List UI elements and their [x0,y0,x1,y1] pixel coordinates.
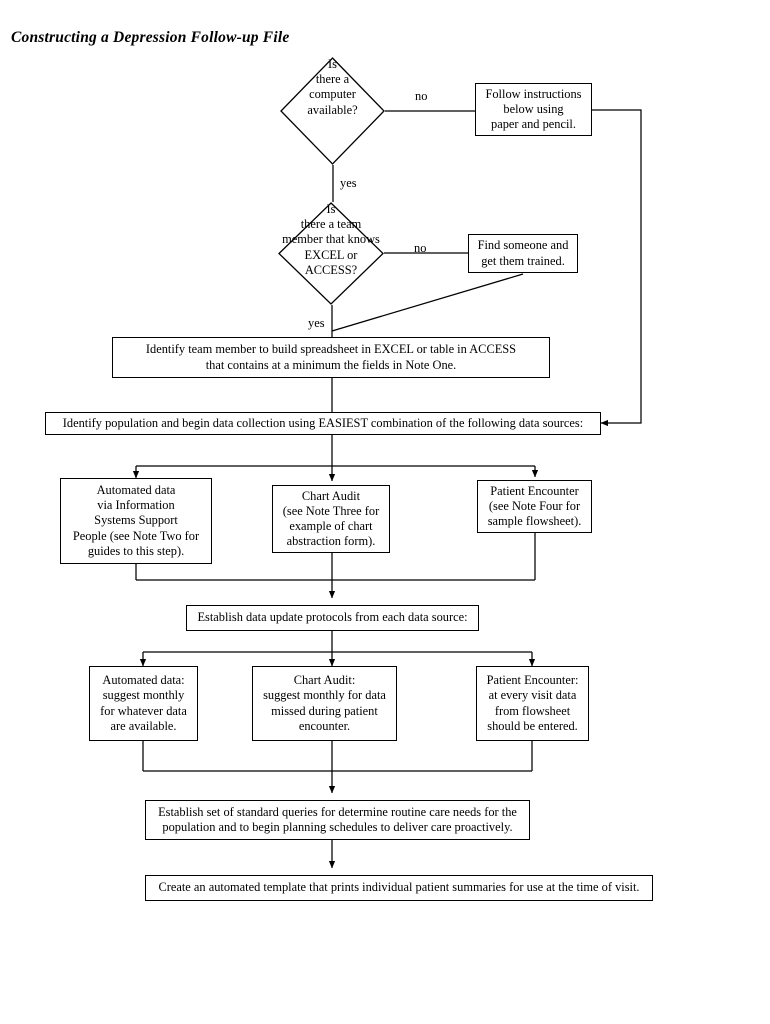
process-automated-data-schedule[interactable]: Automated data: suggest monthly for what… [89,666,198,741]
process-follow-instructions[interactable]: Follow instructions below using paper an… [475,83,592,136]
process-identify-population[interactable]: Identify population and begin data colle… [45,412,601,435]
process-find-someone-trained-label: Find someone and get them trained. [477,238,569,268]
edge-label-d2-no: no [414,241,427,255]
process-patient-encounter-schedule-label: Patient Encounter: at every visit data f… [486,673,579,733]
process-establish-update-protocols-label: Establish data update protocols from eac… [197,610,468,625]
process-identify-population-label: Identify population and begin data colle… [62,415,584,430]
process-patient-encounter-schedule[interactable]: Patient Encounter: at every visit data f… [476,666,589,741]
edge-p2-return [331,273,524,332]
decision-computer-available[interactable]: Is there a computer available? [280,57,385,165]
diamond-shape [278,202,384,305]
process-establish-update-protocols[interactable]: Establish data update protocols from eac… [186,605,479,631]
process-find-someone-trained[interactable]: Find someone and get them trained. [468,234,578,273]
process-chart-audit-schedule[interactable]: Chart Audit: suggest monthly for data mi… [252,666,397,741]
diamond-shape [280,57,385,165]
decision-team-member-knows-excel-access[interactable]: Is there a team member that knows EXCEL … [278,202,384,305]
process-automated-data-source-label: Automated data via Information Systems S… [72,482,200,558]
process-automated-data-source[interactable]: Automated data via Information Systems S… [60,478,212,564]
edge-label-d1-no: no [415,89,428,103]
process-chart-audit-source-label: Chart Audit (see Note Three for example … [282,488,380,549]
process-identify-team-member-label: Identify team member to build spreadshee… [145,342,517,372]
edge-label-d2-yes: yes [308,316,325,330]
process-chart-audit-schedule-label: Chart Audit: suggest monthly for data mi… [263,673,386,733]
page-title: Constructing a Depression Follow-up File [11,29,290,46]
process-follow-instructions-label: Follow instructions below using paper an… [485,86,582,132]
process-automated-data-schedule-label: Automated data: suggest monthly for what… [100,673,187,733]
process-patient-encounter-source[interactable]: Patient Encounter (see Note Four for sam… [477,480,592,533]
process-establish-standard-queries-label: Establish set of standard queries for de… [158,804,517,834]
process-patient-encounter-source-label: Patient Encounter (see Note Four for sam… [487,483,582,529]
process-create-automated-template[interactable]: Create an automated template that prints… [145,875,653,901]
process-identify-team-member[interactable]: Identify team member to build spreadshee… [112,337,550,378]
edge-p1-return [592,109,642,427]
process-chart-audit-source[interactable]: Chart Audit (see Note Three for example … [272,485,390,553]
process-establish-standard-queries[interactable]: Establish set of standard queries for de… [145,800,530,840]
process-create-automated-template-label: Create an automated template that prints… [158,880,640,895]
edge-label-d1-yes: yes [340,176,357,190]
